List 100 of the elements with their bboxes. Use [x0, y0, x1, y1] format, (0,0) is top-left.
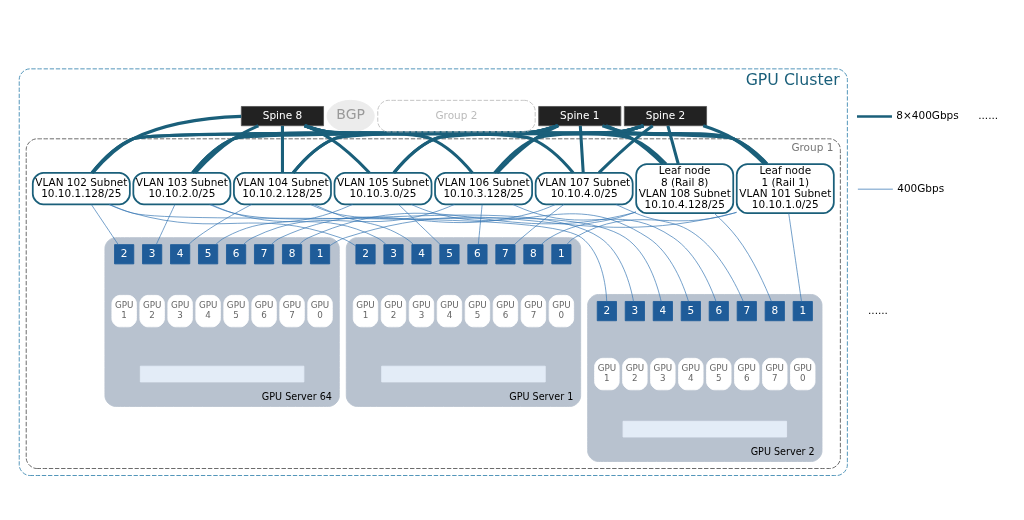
node-box: 3 [142, 244, 163, 265]
node-box: GPU 3 [650, 357, 676, 391]
node-box: GPU 5 [223, 294, 249, 328]
connector [304, 124, 474, 174]
node-box: 2 [355, 244, 376, 265]
node-box: GPU 7 [520, 294, 547, 328]
node-box: GPU 1 [352, 294, 379, 328]
node-box: GPU 5 [706, 357, 732, 391]
node-box: VLAN 105 Subnet 10.10.3.0/25 [333, 172, 433, 206]
connector [191, 124, 645, 174]
connector [305, 124, 371, 174]
connector [271, 204, 556, 245]
node-box: GPU 3 [408, 294, 435, 328]
node-box: VLAN 103 Subnet 10.10.2.0/25 [132, 172, 232, 206]
connector [615, 204, 744, 302]
connector [605, 124, 665, 166]
node-box: GPU 4 [678, 357, 704, 391]
node-box: 5 [680, 301, 701, 322]
legend-label: 8×400Gbps [896, 109, 959, 122]
node-box: 8 [282, 244, 303, 265]
connector [313, 204, 414, 245]
connector [280, 125, 284, 173]
connector [329, 212, 737, 247]
node-box: GPU 2 [139, 294, 165, 328]
node-box: 4 [170, 244, 191, 265]
node-box: 8 [523, 244, 544, 265]
connector [304, 124, 668, 166]
node-box: 7 [736, 301, 757, 322]
node-box [381, 365, 546, 383]
connector [495, 124, 560, 174]
node-box: 8 [764, 301, 785, 322]
connector [601, 124, 768, 166]
connector [392, 124, 644, 174]
node-box: 7 [495, 244, 516, 265]
node-box: 6 [708, 301, 729, 322]
connector [514, 204, 565, 245]
node-box: 5 [198, 244, 219, 265]
node-box: 1 [310, 244, 331, 265]
connector [540, 211, 637, 245]
node-box: GPU 0 [790, 357, 816, 391]
connector [155, 204, 176, 245]
node-box: Leaf node 1 (Rail 1) VLAN 101 Subnet 10.10.1.0/25 [735, 163, 835, 215]
node-box: GPU 4 [195, 294, 221, 328]
connector [310, 204, 662, 302]
node-box: GPU 2 [380, 294, 407, 328]
node-box: GPU 6 [734, 357, 760, 391]
connector [243, 204, 455, 245]
label: ...... [978, 108, 999, 121]
connector [188, 204, 252, 245]
connector [292, 124, 644, 174]
connector [788, 213, 802, 302]
connector [91, 114, 242, 174]
node-box: GPU 6 [492, 294, 519, 328]
node-box: GPU 7 [279, 294, 305, 328]
connector [477, 204, 483, 245]
connector [303, 124, 769, 166]
node-box: 4 [411, 244, 432, 265]
node-box: VLAN 107 Subnet 10.10.4.0/25 [534, 172, 634, 206]
connector [90, 124, 645, 174]
node-box: 2 [596, 301, 617, 322]
node-box: GPU 5 [464, 294, 491, 328]
node-box: 6 [226, 244, 247, 265]
connector [193, 124, 260, 174]
connector [702, 124, 766, 166]
connector [713, 213, 772, 302]
node-box: VLAN 102 Subnet 10.10.1.128/25 [31, 172, 131, 206]
connector [411, 204, 689, 302]
connector [210, 204, 387, 245]
connector [191, 124, 559, 174]
node-box: Group 2 [377, 99, 536, 133]
node-box: 5 [439, 244, 460, 265]
node-box: Spine 8 [240, 106, 324, 127]
connector [597, 124, 654, 174]
node-box: GPU 6 [251, 294, 277, 328]
connector [578, 125, 585, 173]
node-ellipse: BGP [326, 99, 375, 133]
node-box: VLAN 106 Subnet 10.10.3.128/25 [434, 172, 533, 206]
node-box [622, 420, 788, 438]
node-box: 3 [624, 301, 645, 322]
connector [493, 124, 644, 174]
connector [91, 204, 119, 245]
legend-label: 400Gbps [897, 181, 945, 194]
node-box: 1 [792, 301, 813, 322]
connector [209, 204, 634, 302]
connector [215, 204, 353, 245]
node-box: 1 [551, 244, 572, 265]
node-box: 4 [652, 301, 673, 322]
node-box: GPU 4 [436, 294, 463, 328]
node-box: VLAN 104 Subnet 10.10.2.128/25 [233, 172, 332, 206]
connector [298, 211, 637, 245]
node-box: GPU 0 [307, 294, 333, 328]
node-box: GPU 0 [548, 294, 575, 328]
label: ...... [867, 303, 888, 316]
node-box: 7 [254, 244, 275, 265]
node-box: 6 [467, 244, 488, 265]
connector [398, 204, 441, 245]
node-box: 2 [114, 244, 135, 265]
node-box: GPU 2 [622, 357, 648, 391]
node-box: Spine 2 [623, 106, 707, 127]
node-box: 3 [383, 244, 404, 265]
